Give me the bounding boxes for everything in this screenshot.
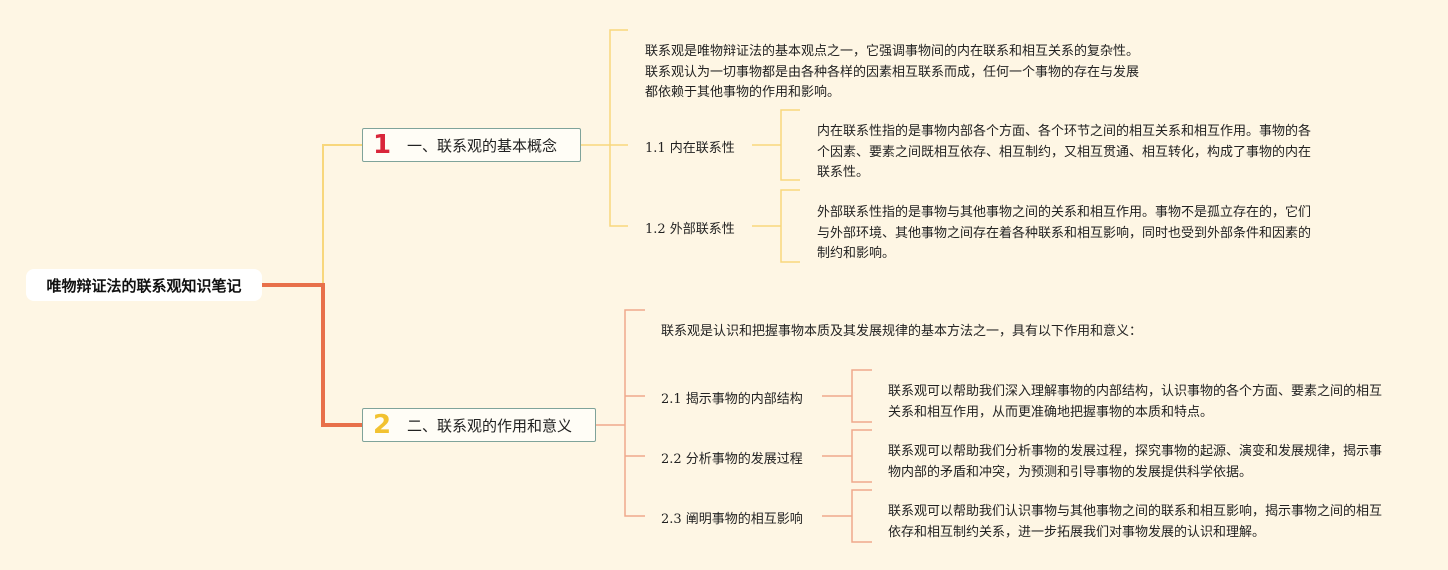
branch-label: 一、联系观的基本概念 xyxy=(407,136,558,155)
sub-1-2-detail: 外部联系性指的是事物与其他事物之间的关系和相互作用。事物不是孤立存在的，它们与外… xyxy=(817,205,1312,261)
sub-node-2-2[interactable]: 2.2 分析事物的发展过程 xyxy=(661,452,803,467)
link-root-branch1 xyxy=(262,144,362,286)
branch-number-2: 2 xyxy=(373,410,392,440)
bracket-branch2 xyxy=(624,309,645,517)
link-root-branch2 xyxy=(262,283,362,427)
sub-1-1-detail: 内在联系性指的是事物内部各个方面、各个环节之间的相互关系和相互作用。事物的各个因… xyxy=(817,124,1312,180)
sub-2-3-detail: 联系观可以帮助我们认识事物与其他事物之间的联系和相互影响，揭示事物之间的相互依存… xyxy=(888,504,1383,540)
branch-node-basic-concept[interactable]: 1 一、联系观的基本概念 xyxy=(362,128,581,162)
sub-2-1-detail: 联系观可以帮助我们深入理解事物的内部结构，认识事物的各个方面、要素之间的相互关系… xyxy=(888,384,1383,420)
sub-2-2-detail: 联系观可以帮助我们分析事物的发展过程，探究事物的起源、演变和发展规律，揭示事物内… xyxy=(888,444,1383,480)
branch2-intro: 联系观是认识和把握事物本质及其发展规律的基本方法之一，具有以下作用和意义： xyxy=(661,324,1143,339)
bracket-sub22 xyxy=(851,429,872,483)
branch-node-function-meaning[interactable]: 2 二、联系观的作用和意义 xyxy=(362,408,596,442)
bracket-sub21 xyxy=(851,369,872,423)
sub-node-2-3[interactable]: 2.3 阐明事物的相互影响 xyxy=(661,512,803,527)
sub-node-2-1[interactable]: 2.1 揭示事物的内部结构 xyxy=(661,392,803,407)
branch1-intro: 联系观是唯物辩证法的基本观点之一，它强调事物间的内在联系和相互关系的复杂性。联系… xyxy=(645,44,1140,100)
bracket-sub11 xyxy=(780,109,800,181)
sub-node-1-1[interactable]: 1.1 内在联系性 xyxy=(645,141,735,156)
branch-label: 二、联系观的作用和意义 xyxy=(407,416,573,435)
bracket-sub23 xyxy=(851,489,872,543)
root-title: 唯物辩证法的联系观知识笔记 xyxy=(46,276,242,295)
root-node[interactable]: 唯物辩证法的联系观知识笔记 xyxy=(26,269,262,301)
branch-number-1: 1 xyxy=(373,130,392,160)
sub-node-1-2[interactable]: 1.2 外部联系性 xyxy=(645,222,735,237)
bracket-sub12 xyxy=(780,189,800,263)
bracket-branch1 xyxy=(609,29,628,227)
